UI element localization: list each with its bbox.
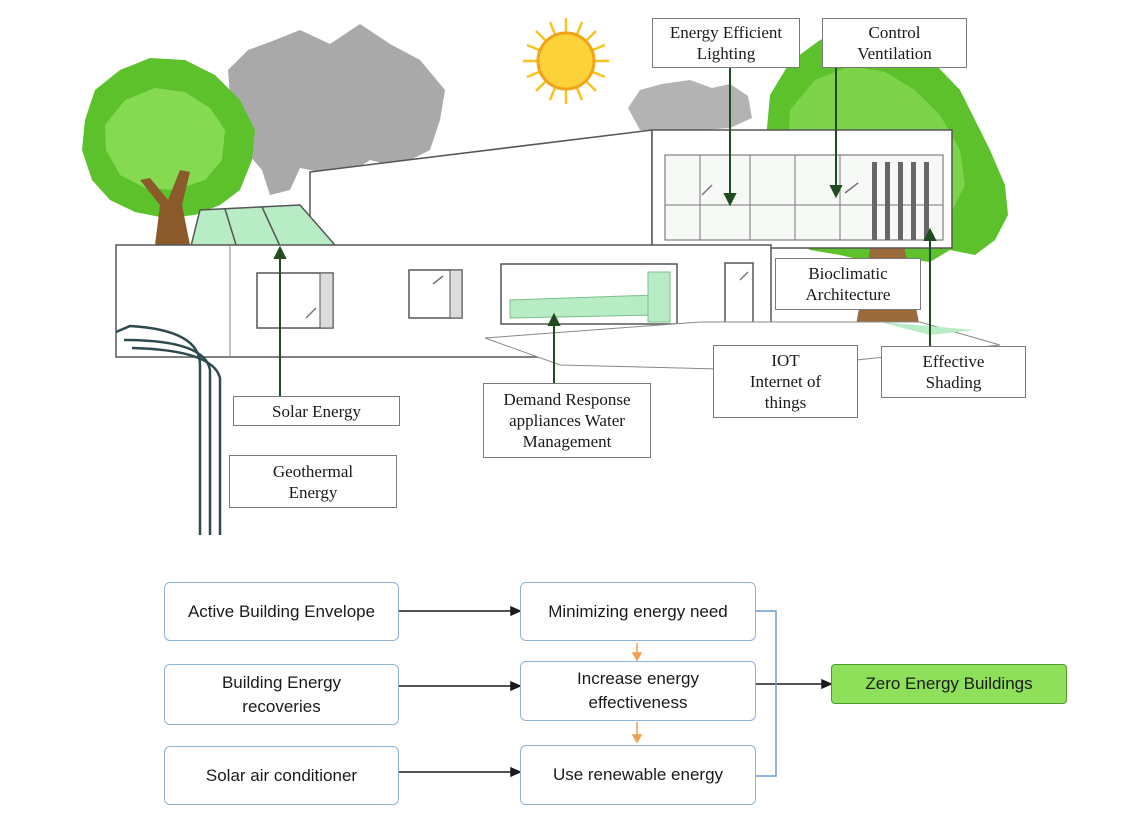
flow-box-text: Use renewable energy (552, 765, 724, 784)
callout-text: Effective (922, 352, 985, 371)
flow-box-text: Active Building Envelope (187, 601, 376, 621)
callout-text: Control (868, 23, 921, 42)
flow-box-active-building-envelope: Active Building Envelope (164, 582, 399, 641)
zero-energy-buildings-box: Zero Energy Buildings (831, 664, 1067, 704)
tree-left (82, 58, 255, 245)
callout-text: things (764, 393, 807, 412)
callout-text: appliances Water (509, 411, 625, 430)
flow-box-building-energy-recoveries: Building Energy recoveries (164, 664, 399, 725)
callout-control-ventilation: Control Ventilation (822, 18, 967, 68)
flow-box-solar-air-conditioner: Solar air conditioner (164, 746, 399, 805)
flow-box-text: Increase energy (577, 669, 699, 688)
flow-box-text: effectiveness (588, 693, 688, 712)
callout-text: Shading (925, 373, 982, 392)
zero-energy-buildings-text: Zero Energy Buildings (865, 674, 1033, 693)
callout-solar-energy: Solar Energy (233, 396, 400, 426)
callout-demand-response: Demand Response appliances Water Managem… (483, 383, 651, 458)
background-tree-left (228, 24, 445, 195)
callout-text: Energy (288, 482, 338, 502)
flow-box-text: recoveries (242, 696, 321, 716)
callout-text: Bioclimatic (808, 264, 888, 283)
callout-text: Internet of (749, 372, 822, 391)
callout-energy-efficient-lighting: Energy Efficient Lighting (652, 18, 800, 68)
callout-text: IOT (771, 351, 800, 370)
callout-text: Ventilation (857, 44, 932, 63)
flow-connectors (399, 605, 833, 778)
flow-box-text: Building Energy (221, 672, 342, 692)
callout-text: Energy Efficient (669, 23, 783, 42)
callout-text: Solar Energy (272, 401, 361, 421)
callout-text: Management (522, 432, 612, 451)
background-tree-right (628, 80, 752, 132)
flow-box-text: Solar air conditioner (205, 765, 358, 785)
flow-box-use-renewable-energy: Use renewable energy (520, 745, 756, 805)
geothermal-pipes (115, 324, 222, 535)
callout-effective-shading: Effective Shading (881, 346, 1026, 398)
callout-bioclimatic-architecture: Bioclimatic Architecture (775, 258, 921, 310)
callout-text: Architecture (805, 285, 891, 304)
flow-box-increase-energy-effectiveness: Increase energy effectiveness (520, 661, 756, 721)
upper-window-band (664, 154, 944, 241)
sun-icon (523, 18, 609, 104)
callout-iot: IOT Internet of things (713, 345, 858, 418)
shading-louvers (872, 162, 929, 240)
flow-box-text: Minimizing energy need (548, 601, 728, 621)
callout-text: Lighting (696, 44, 756, 63)
flow-box-minimizing-energy-need: Minimizing energy need (520, 582, 756, 641)
door (724, 262, 754, 324)
callout-geothermal-energy: Geothermal Energy (229, 455, 397, 508)
callout-text: Demand Response (503, 390, 631, 409)
callout-text: Geothermal (272, 461, 354, 481)
